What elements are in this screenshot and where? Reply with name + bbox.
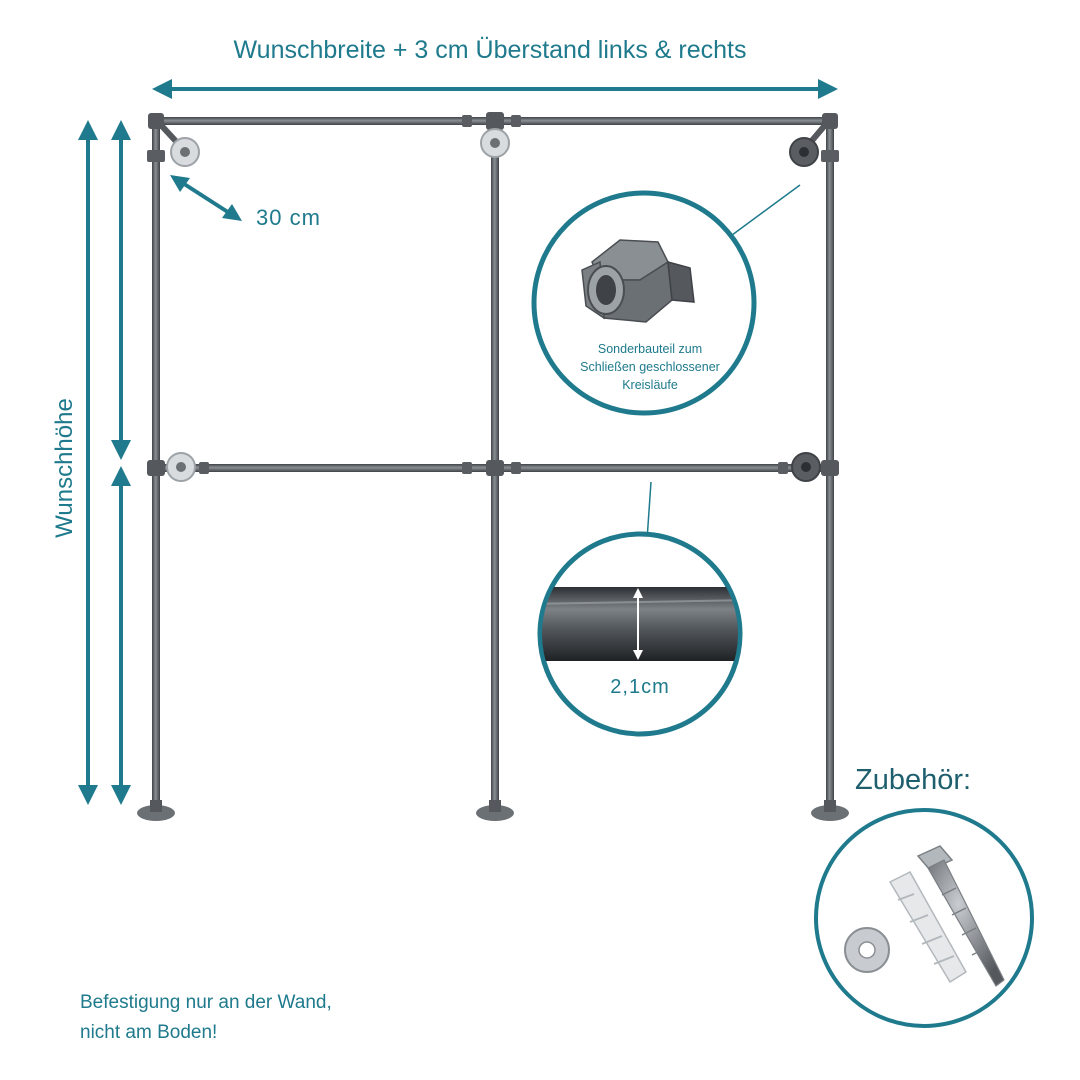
union-caption: Sonderbauteil zum Schließen geschlossene… [550,340,750,394]
diameter-label: 2,1cm [610,676,670,698]
mounting-note-line: nicht am Boden! [80,1022,218,1043]
total-height-arrow [78,120,98,805]
depth-label: 30 cm [256,205,321,230]
pipe-leader-line [646,481,652,541]
union-fitting-callout [531,190,757,416]
pipe-frame [137,112,849,821]
upper-height-arrow [111,120,131,460]
lower-height-arrow [111,466,131,805]
mounting-note: Befestigung nur an der Wand, nicht am Bo… [80,988,440,1048]
depth-arrow [170,175,242,221]
width-label: Wunschbreite + 3 cm Überstand links & re… [233,36,747,64]
screw-dowel-washer-icon [844,845,1005,987]
width-arrow [152,79,838,99]
pipe-closeup-icon [542,587,738,661]
union-caption-line: Sonderbauteil zum [597,342,703,356]
union-caption-line: Schließen geschlossener [580,360,720,374]
height-label: Wunschhöhe [51,398,78,538]
mounting-note-line: Befestigung nur an der Wand, [80,992,332,1013]
union-leader-line [727,184,801,239]
pipe-diameter-callout [537,531,743,737]
accessories-label: Zubehör: [855,764,972,796]
diameter-arrow [633,588,643,660]
union-fitting-icon [581,239,695,323]
accessories-callout [814,808,1034,1028]
union-caption-line: Kreisläufe [622,378,678,392]
